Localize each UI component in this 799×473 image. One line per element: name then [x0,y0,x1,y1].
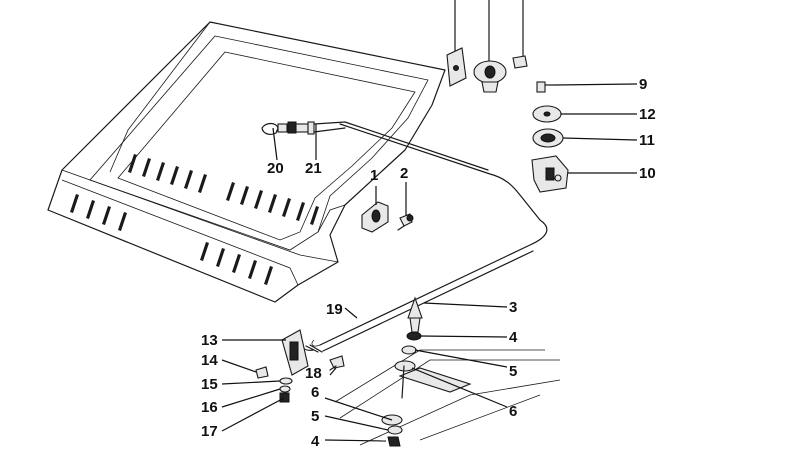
callout-4-lower: 4 [311,433,320,450]
part-13-latch [281,329,319,376]
hood-vent-slots-lower [70,194,273,285]
callout-19: 19 [326,301,343,318]
callout-4-upper: 4 [509,329,518,346]
hood-vent-slots-upper [128,154,319,225]
part-18-screw [329,355,345,371]
leader-lines [221,83,638,442]
callout-3: 3 [509,299,518,316]
callout-2: 2 [400,165,409,182]
small-fasteners [255,366,293,403]
top-hinge-parts [446,0,528,93]
part-1-bracket [361,201,389,233]
callout-5-upper: 5 [509,363,518,380]
callout-14: 14 [201,352,218,369]
callout-13: 13 [201,332,218,349]
part-2-screw [397,213,414,231]
lock-parts-right [531,81,569,193]
callout-17: 17 [201,423,218,440]
callout-9: 9 [639,76,648,93]
callout-16: 16 [201,399,218,416]
callout-15: 15 [201,376,218,393]
callout-21: 21 [305,160,322,177]
stop-washers [381,331,422,447]
callout-6-lower: 6 [311,384,320,401]
callout-5-lower: 5 [311,408,320,425]
callout-20: 20 [267,160,284,177]
callout-11: 11 [639,132,655,149]
callout-18: 18 [305,365,322,382]
callout-6-upper: 6 [509,403,518,420]
cable-end-fitting [261,121,346,135]
callout-10: 10 [639,165,656,182]
callout-1: 1 [370,167,379,184]
hood-panel [47,21,446,303]
part-3-bumper [407,296,423,333]
callout-12: 12 [639,106,656,123]
body-surface [334,349,561,446]
